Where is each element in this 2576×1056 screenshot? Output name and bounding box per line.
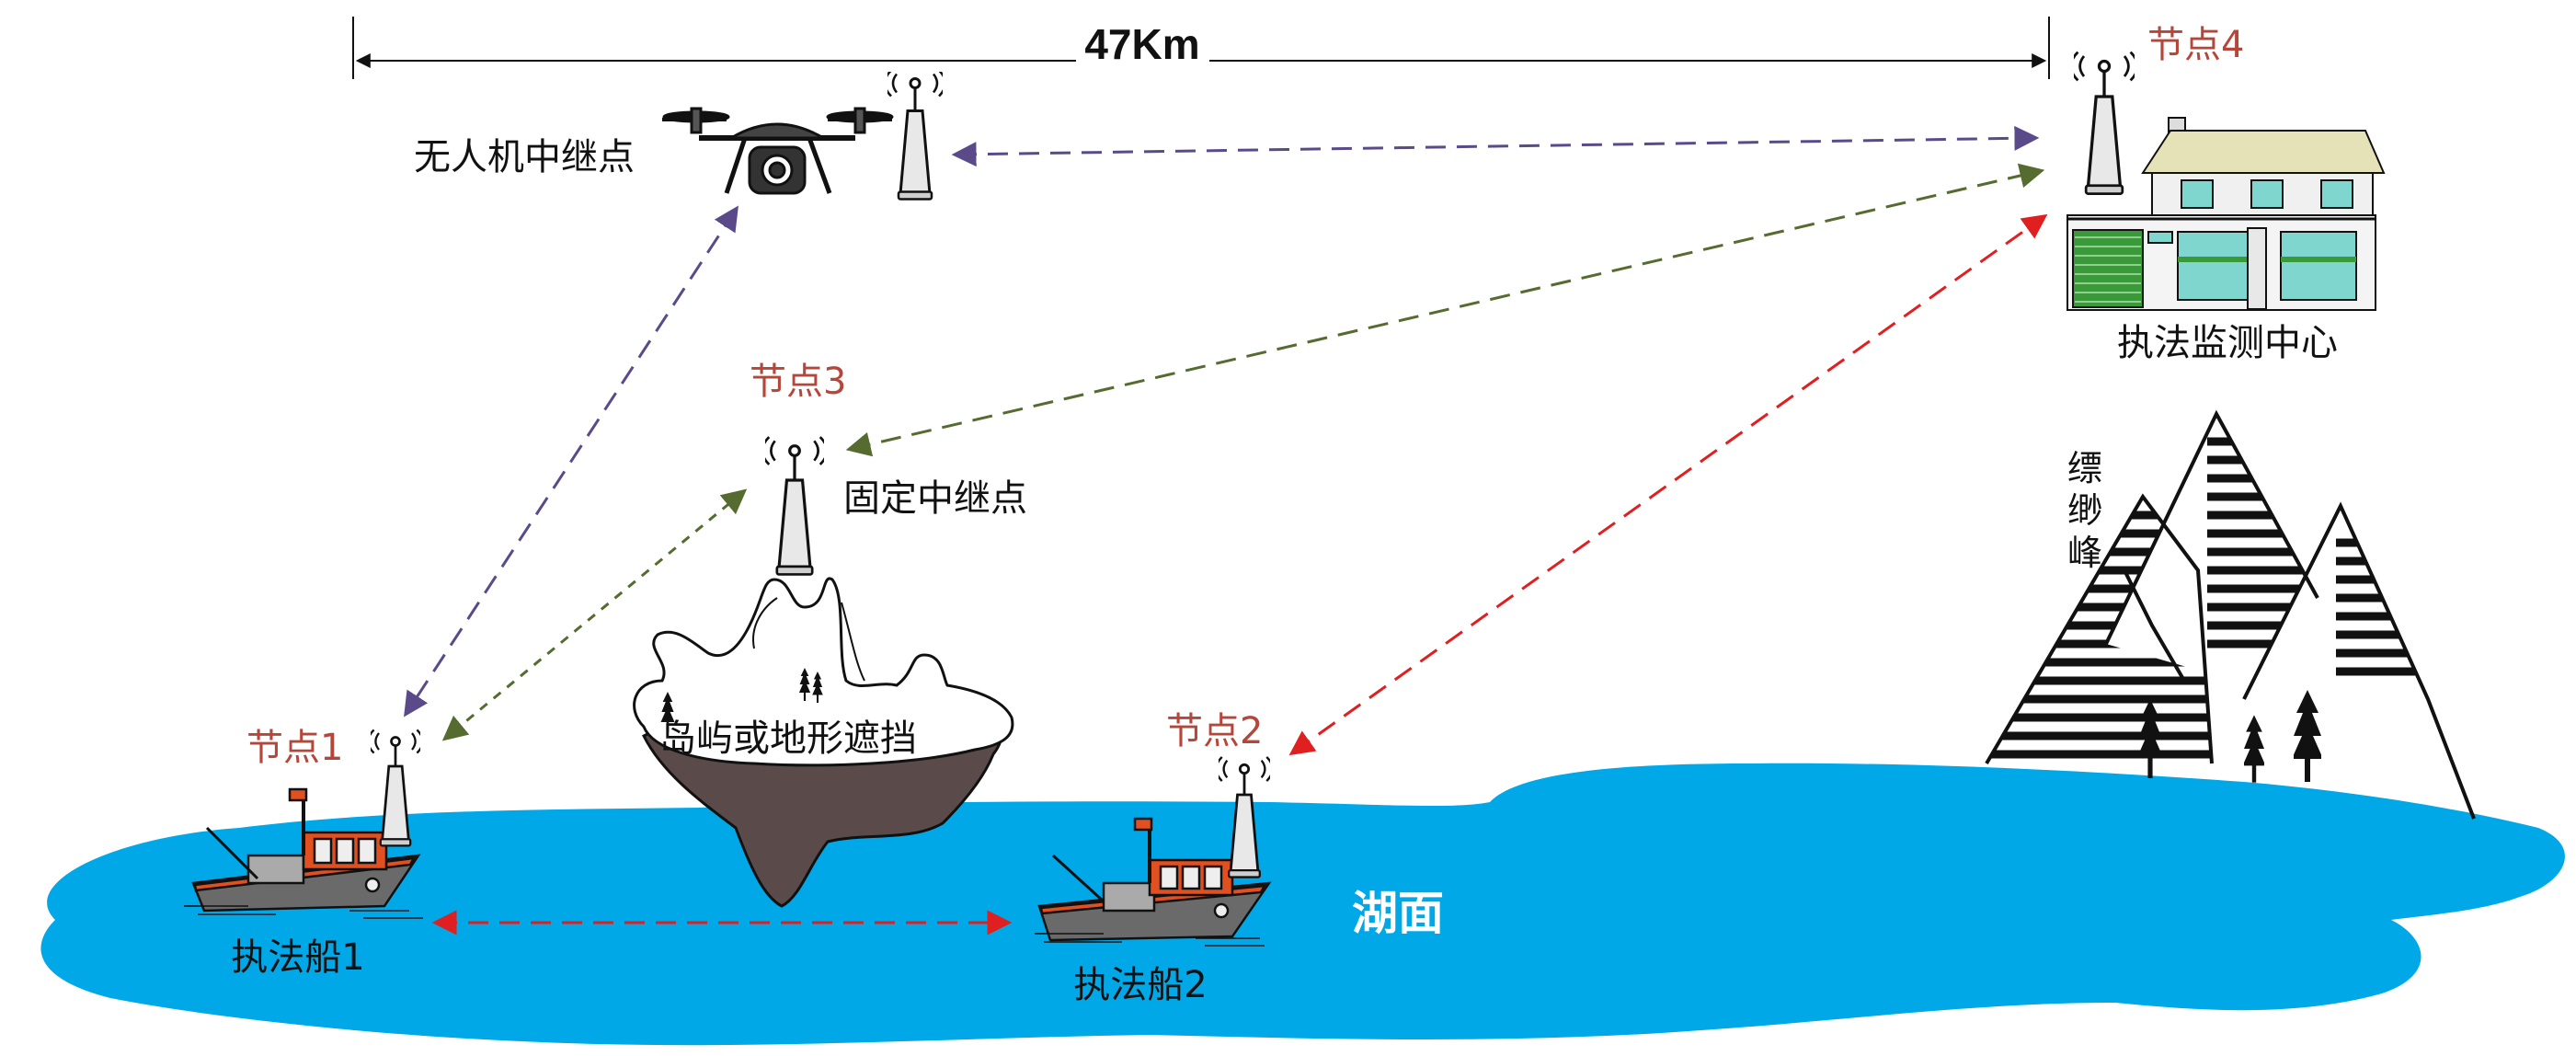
ship2-label: 执法船2 [1073,964,1207,1006]
ship1-label: 执法船1 [231,936,364,979]
fixed-relay-label: 固定中继点 [843,477,1027,520]
pine-tree-icon [2244,715,2264,783]
link-drone-center [951,125,2040,167]
link-node3-center [845,163,2045,457]
distance-label: 47Km [1084,20,1199,68]
building-icon [2067,117,2386,311]
node1-label: 节点1 [246,727,343,769]
drone-icon [662,107,894,195]
drone-antenna-icon [887,72,943,201]
drone-relay-label: 无人机中继点 [414,136,635,178]
mountain-label-char-3: 峰 [2067,533,2102,573]
node2-label: 节点2 [1166,710,1263,752]
mountain-icon [1985,409,2476,820]
center-antenna-icon [2071,52,2138,194]
distance-indicator: 47Km [352,17,2050,79]
ship1-icon [184,787,423,919]
lake [40,763,2565,1046]
island-label: 岛屿或地形遮挡 [659,717,917,760]
link-node2-center [1288,213,2048,756]
node4-label: 节点4 [2147,24,2244,66]
mountain-label-char-2: 缈 [2067,490,2102,531]
center-label: 执法监测中心 [2117,322,2338,364]
lake-label: 湖面 [1352,887,1444,940]
node3-label: 节点3 [750,361,846,403]
island-icon [633,577,1014,908]
fixed-relay-antenna-icon [765,435,824,577]
link-node3-node1 [441,488,748,741]
ship2-icon [1035,817,1272,947]
pine-tree-icon [2294,690,2321,782]
mountain-label-char-1: 缥 [2067,448,2102,488]
